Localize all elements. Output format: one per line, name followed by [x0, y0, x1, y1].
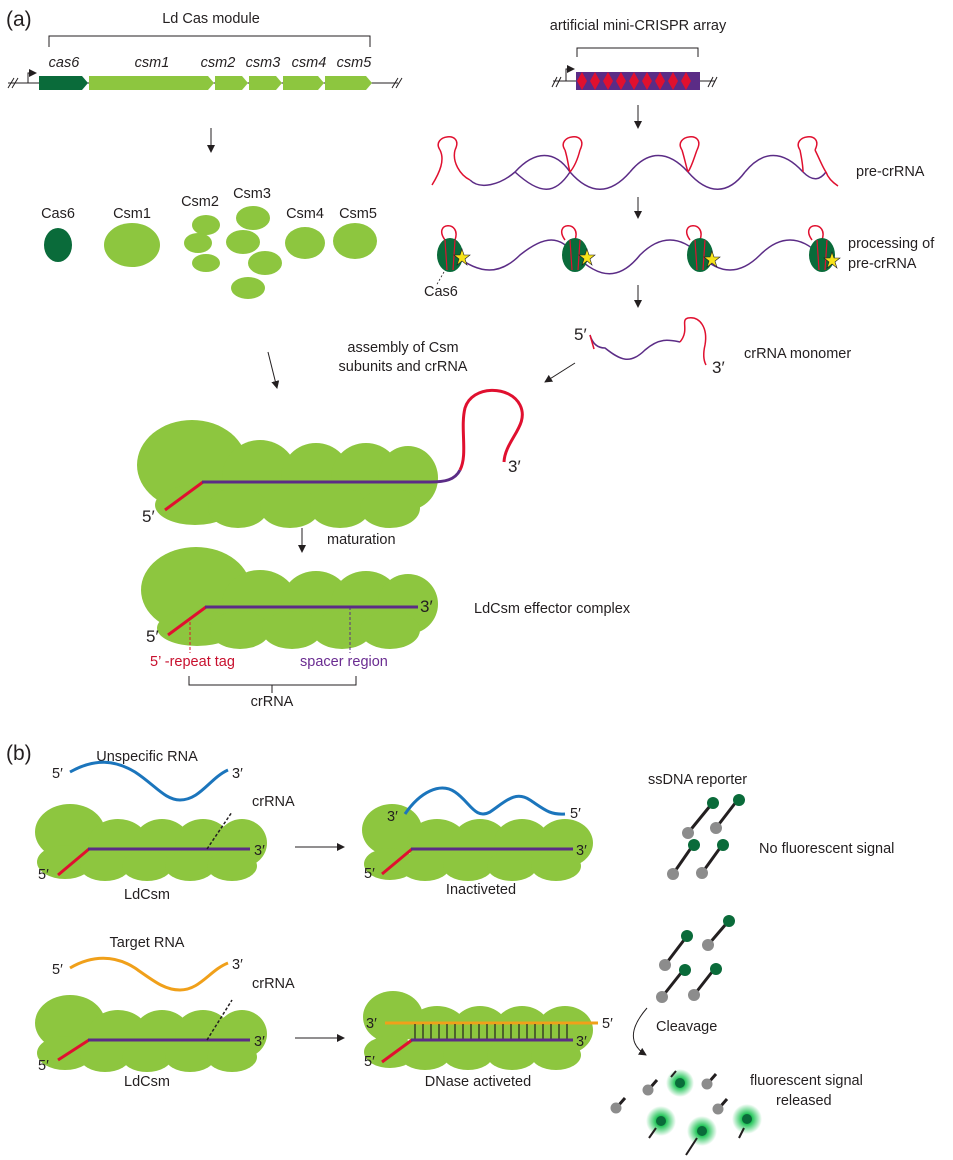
gene-csm4-label: csm4 [292, 55, 327, 71]
effector-5prime: 5′ [146, 627, 159, 646]
gene-cas6-arrow [39, 76, 88, 90]
mini-crispr-array: artificial mini-CRISPR array [550, 18, 727, 90]
gene-csm5-arrow [325, 76, 372, 90]
ssdna-reporters-target [656, 915, 735, 1003]
ldcsm-label-2: LdCsm [124, 1074, 170, 1090]
cleavage-label: Cleavage [656, 1019, 717, 1035]
gene-csm2-label: csm2 [201, 55, 236, 71]
gene-cas6-label: cas6 [49, 55, 81, 71]
pre-crrna-label: pre-crRNA [856, 164, 925, 180]
dnase-activated-complex: 3′ 5′ 3′ 5′ DNase activeted [363, 991, 613, 1090]
gene-csm1-arrow [89, 76, 214, 90]
protein-cas6-label: Cas6 [41, 206, 75, 222]
unspecific-3prime: 3′ [232, 766, 243, 782]
inactivated-rna-5prime: 5′ [570, 806, 581, 822]
cas6-bound-3 [687, 238, 713, 272]
no-signal-label: No fluorescent signal [759, 841, 894, 857]
cas-module-operon: Ld Cas module cas6 csm1 csm2 csm3 csm4 c… [7, 11, 403, 90]
protein-csm3-label: Csm3 [233, 186, 271, 202]
cas6-bound-2 [562, 238, 588, 272]
monomer-3prime: 3′ [712, 358, 725, 377]
gene-csm4-arrow [283, 76, 324, 90]
assembling-complex: 5′ 3′ [137, 388, 524, 528]
dnase-target-5prime: 5′ [602, 1016, 613, 1032]
gene-csm2-arrow [215, 76, 248, 90]
target-rna-label: Target RNA [110, 935, 185, 951]
dnase-activated-label: DNase activeted [425, 1074, 531, 1090]
released-label-1: fluorescent signal [750, 1073, 863, 1089]
gene-csm5-label: csm5 [337, 55, 373, 71]
assembly-5prime: 5′ [142, 507, 155, 526]
ldcsm-label-1: LdCsm [124, 887, 170, 903]
inactivated-complex: 3′ 5′ 3′ 5′ Inactiveted [362, 786, 593, 898]
gene-csm1-label: csm1 [135, 55, 170, 71]
spacer-region-label: spacer region [300, 654, 388, 670]
cas6-protein [44, 228, 72, 262]
target-complex-5prime: 5′ [38, 1058, 49, 1074]
unspecific-complex-3prime: 3′ [254, 843, 265, 859]
csm1-protein [104, 223, 160, 267]
inactivated-3prime: 3′ [576, 843, 587, 859]
protein-csm5-label: Csm5 [339, 206, 377, 222]
module-title: Ld Cas module [162, 11, 260, 27]
gene-csm3-arrow [249, 76, 282, 90]
unspecific-complex-5prime: 5′ [38, 867, 49, 883]
assembly-label-2: subunits and crRNA [339, 359, 468, 375]
target-crrna-label: crRNA [252, 976, 295, 992]
assembly-label-1: assembly of Csm [347, 340, 458, 356]
crrna-label: crRNA [251, 694, 294, 710]
unspecific-rna-ldcsm: Unspecific RNA 5′ 3′ crRNA 3′ 5′ LdCsm [35, 749, 295, 903]
processing-label-2: pre-crRNA [848, 256, 917, 272]
ssdna-reporter-label: ssDNA reporter [648, 772, 747, 788]
ldcsm-effector-complex: 3′ 5′ 5’ -repeat tag spacer region crRNA… [141, 547, 631, 710]
target-rna-ldcsm: Target RNA 5′ 3′ crRNA 3′ 5′ LdCsm [35, 935, 295, 1090]
cleavage-star-icon [703, 250, 721, 268]
inactivated-rna-3prime: 3′ [387, 809, 398, 825]
protein-csm4-label: Csm4 [286, 206, 324, 222]
panel-b-label: (b) [6, 742, 32, 765]
ssdna-reporters-intact: ssDNA reporter No fluorescent signal [648, 772, 894, 880]
protein-subunits: Cas6 Csm1 Csm2 Csm3 Csm4 Csm5 [41, 186, 377, 299]
protein-csm2-label: Csm2 [181, 194, 219, 210]
gene-csm3-label: csm3 [246, 55, 281, 71]
repeat-tag-label: 5’ -repeat tag [150, 654, 235, 670]
dnase-crrna-3prime: 3′ [576, 1034, 587, 1050]
monomer-5prime: 5′ [574, 325, 587, 344]
crrna-monomer: 5′ 3′ crRNA monomer [574, 317, 851, 377]
protein-csm1-label: Csm1 [113, 206, 151, 222]
unspecific-rna-label: Unspecific RNA [96, 749, 198, 765]
assembly-3prime: 3′ [508, 457, 521, 476]
maturation-label: maturation [327, 532, 396, 548]
cleavage-star-icon [453, 248, 471, 266]
target-3prime: 3′ [232, 957, 243, 973]
released-label-2: released [776, 1093, 832, 1109]
target-complex-3prime: 3′ [254, 1034, 265, 1050]
processing-pre-crrna: Cas6 processing of pre-crRNA [424, 225, 935, 300]
array-title: artificial mini-CRISPR array [550, 18, 727, 34]
panel-a-label: (a) [6, 8, 32, 31]
crrna-monomer-label: crRNA monomer [744, 346, 851, 362]
dnase-target-3prime: 3′ [366, 1016, 377, 1032]
effector-complex-label: LdCsm effector complex [474, 601, 631, 617]
cas6-bound-1 [437, 238, 463, 272]
unspecific-crrna-label: crRNA [252, 794, 295, 810]
pre-crrna-strand: pre-crRNA [431, 136, 925, 190]
unspecific-5prime: 5′ [52, 766, 63, 782]
target-5prime: 5′ [52, 962, 63, 978]
processing-label-1: processing of [848, 236, 935, 252]
inactivated-label: Inactiveted [446, 882, 516, 898]
cleaved-reporters: fluorescent signal released [610, 1069, 863, 1156]
inactivated-5prime: 5′ [364, 866, 375, 882]
cleavage-star-icon [578, 248, 596, 266]
effector-3prime: 3′ [420, 597, 433, 616]
dnase-crrna-5prime: 5′ [364, 1054, 375, 1070]
cleavage-star-icon [823, 251, 841, 269]
cas6-label: Cas6 [424, 284, 458, 300]
